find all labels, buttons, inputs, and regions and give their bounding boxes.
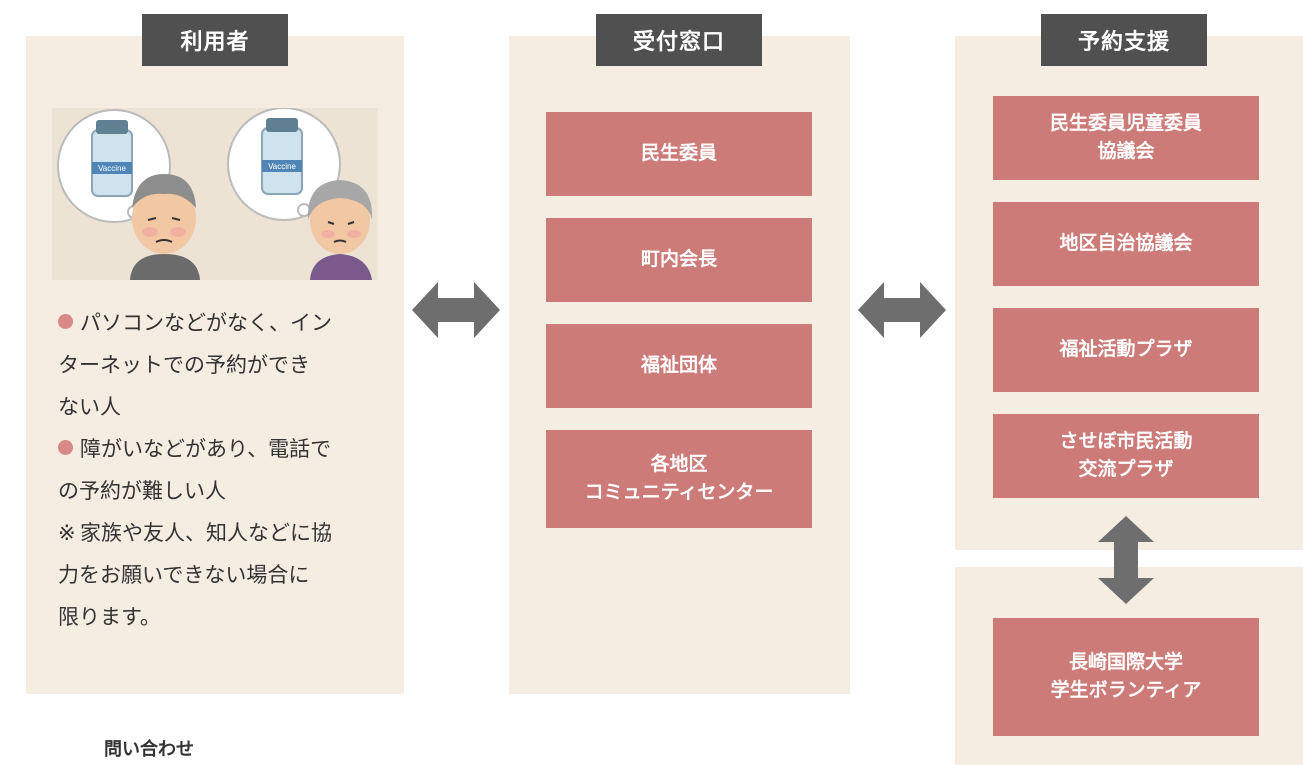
- box-label-line: 学生ボランティア: [1050, 679, 1202, 701]
- svg-text:Vaccine: Vaccine: [98, 164, 126, 173]
- box-label-line: コミュニティセンター: [584, 481, 774, 503]
- vertical-bidirectional-arrow-icon: [1098, 516, 1154, 604]
- note-mark: ※: [58, 521, 76, 545]
- bidirectional-arrow-icon: [858, 282, 946, 338]
- reception-item-fukushi-dantai: 福祉団体: [546, 324, 812, 408]
- box-label-line: 交流プラザ: [1078, 458, 1174, 480]
- condition-line: 力をお願いできない場合に: [58, 554, 388, 596]
- condition-line: ※家族や友人、知人などに協: [58, 512, 388, 554]
- box-label-line: 福祉活動プラザ: [1059, 338, 1193, 361]
- reception-item-minsei-iin: 民生委員: [546, 112, 812, 196]
- box-label-line: 民生委員児童委員: [1049, 112, 1202, 135]
- box-label-line: 福祉団体: [640, 354, 717, 377]
- box-label-line: 町内会長: [640, 248, 717, 271]
- condition-line: パソコンなどがなく、イン: [58, 302, 388, 344]
- partner-nagasaki-university-volunteers: 長崎国際大学学生ボランティア: [993, 618, 1259, 736]
- condition-line: 障がいなどがあり、電話で: [58, 428, 388, 470]
- condition-line: ターネットでの予約ができ: [58, 344, 388, 386]
- condition-line: 限ります。: [58, 596, 388, 638]
- condition-line: の予約が難しい人: [58, 470, 388, 512]
- condition-text: パソコンなどがなく、イン: [80, 311, 332, 335]
- user-conditions-list: パソコンなどがなく、インターネットでの予約ができない人障がいなどがあり、電話での…: [58, 302, 388, 638]
- condition-text: ない人: [58, 395, 121, 419]
- box-label-line: 各地区: [650, 453, 708, 476]
- condition-text: 障がいなどがあり、電話で: [80, 437, 332, 461]
- bullet-dot-icon: [58, 314, 73, 329]
- users-title: 利用者: [142, 14, 288, 66]
- box-label-line: 長崎国際大学: [1068, 651, 1183, 674]
- elderly-people-image: Vaccine Vaccine: [57, 107, 373, 280]
- condition-text: の予約が難しい人: [58, 479, 226, 503]
- condition-text: 限ります。: [58, 605, 161, 629]
- box-label-line: 民生委員: [640, 142, 717, 165]
- condition-line: ない人: [58, 386, 388, 428]
- svg-text:Vaccine: Vaccine: [268, 162, 296, 171]
- bidirectional-arrow-icon: [412, 282, 500, 338]
- support-item-fukushi-katsudo-plaza: 福祉活動プラザ: [993, 308, 1259, 392]
- condition-text: ターネットでの予約ができ: [58, 353, 310, 377]
- condition-text: 家族や友人、知人などに協: [80, 521, 332, 545]
- inquiry-heading: 問い合わせ: [104, 739, 194, 760]
- support-item-minsei-jido-kyogikai: 民生委員児童委員協議会: [993, 96, 1259, 180]
- reception-item-community-center: 各地区コミュニティセンター: [546, 430, 812, 528]
- bullet-dot-icon: [58, 440, 73, 455]
- box-label-line: させぼ市民活動: [1059, 430, 1193, 453]
- support-title: 予約支援: [1041, 14, 1207, 66]
- condition-text: 力をお願いできない場合に: [58, 563, 310, 587]
- reception-item-chonaikai: 町内会長: [546, 218, 812, 302]
- box-label-line: 協議会: [1097, 140, 1155, 162]
- support-item-sasebo-shimin-plaza: させぼ市民活動交流プラザ: [993, 414, 1259, 498]
- reception-title: 受付窓口: [596, 14, 762, 66]
- box-label-line: 地区自治協議会: [1059, 232, 1193, 255]
- support-item-chiku-jichi-kyogikai: 地区自治協議会: [993, 202, 1259, 286]
- worried-elderly-illustration: Vaccine Vaccine: [52, 107, 378, 280]
